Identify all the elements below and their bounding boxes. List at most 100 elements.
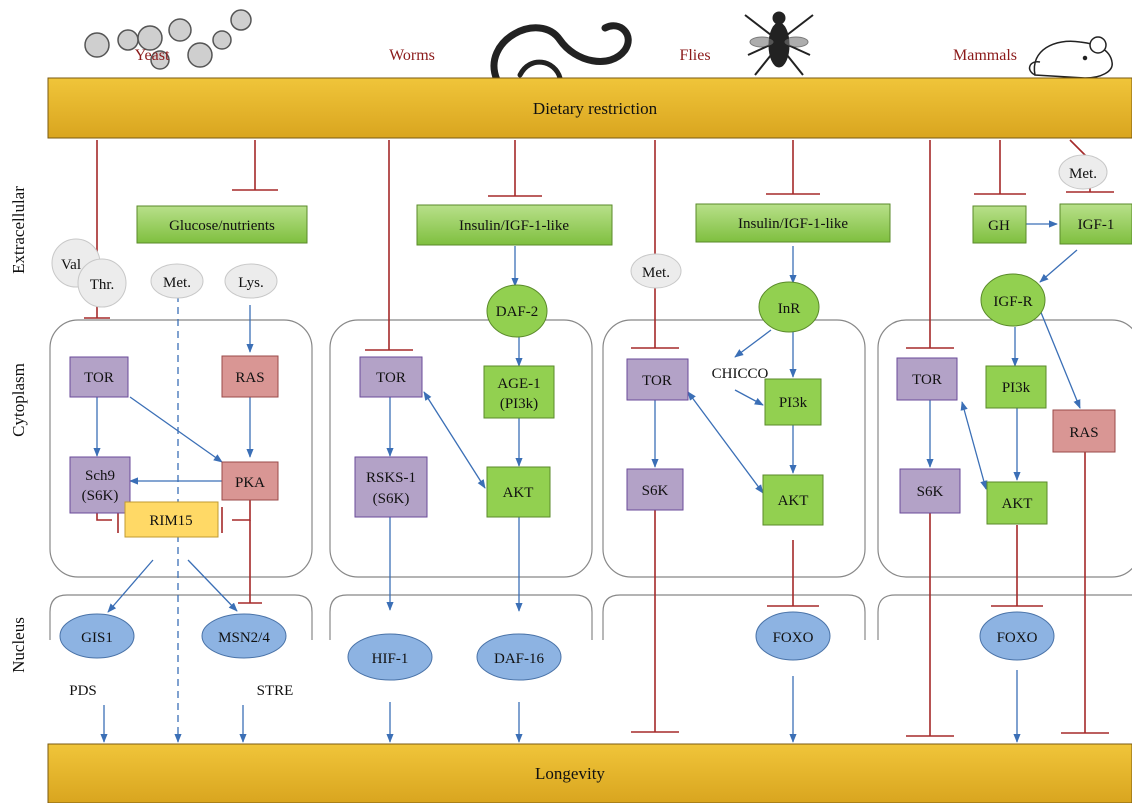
flies-cytoplasm [602, 319, 866, 578]
mammals-foxo-label: FOXO [997, 630, 1038, 646]
worms-daf16-node [476, 633, 562, 681]
tor-akt-feedback [423, 391, 988, 494]
worms-daf2-node [486, 284, 548, 338]
worms-rsks1-label: RSKS-1 [366, 470, 416, 486]
flies-chicco-label: CHICCO [712, 366, 769, 382]
activation-edges [93, 220, 1081, 743]
organism-flies: Flies [679, 47, 710, 64]
worms-akt-label: AKT [503, 485, 534, 501]
flies-akt-box [762, 474, 824, 526]
yeast-val-label: Val [61, 257, 81, 273]
mammals-met-circle [1058, 154, 1108, 190]
yeast-sch9-box [69, 456, 131, 514]
yeast-sch9-label: Sch9 [85, 468, 115, 484]
yeast-rim15-label: RIM15 [149, 513, 192, 529]
compartment-outlines [49, 319, 1132, 640]
mammals-igfr-node [980, 273, 1046, 327]
mammals-pi3k-label: PI3k [1002, 380, 1031, 396]
worms-rsks1-sub: (S6K) [373, 491, 410, 507]
mammals-ras-box [1052, 409, 1116, 453]
organism-mammals: Mammals [953, 47, 1017, 64]
yeast-thr-circle [77, 258, 127, 308]
yeast-gis1-node [59, 613, 135, 659]
worms-hif1-node [347, 633, 433, 681]
worms-cytoplasm [329, 319, 593, 578]
flies-s6k-label: S6K [642, 483, 669, 499]
worms-daf2-label: DAF-2 [496, 304, 539, 320]
flies-pi3k-label: PI3k [779, 395, 808, 411]
flies-s6k-box [626, 468, 684, 511]
mouse-illustration [1028, 36, 1113, 79]
yeast-glucose-box [136, 205, 308, 244]
flies-tor-box [626, 358, 689, 401]
flies-met-circle [630, 253, 682, 289]
yeast-ras-label: RAS [235, 370, 264, 386]
yeast-pds-label: PDS [69, 683, 97, 699]
compartment-cytoplasm: Cytoplasm [9, 363, 28, 437]
mammals-foxo-node [979, 611, 1055, 661]
dietary-restriction-bar [47, 77, 1132, 139]
worms-insulin-box [416, 204, 613, 246]
yeast-rim15-box [124, 501, 219, 538]
longevity-label: Longevity [535, 764, 605, 783]
flies-foxo-label: FOXO [773, 630, 814, 646]
worm-illustration [490, 22, 632, 84]
organism-yeast: Yeast [135, 47, 170, 64]
mammals-igf1-box [1059, 203, 1132, 245]
yeast-tor-box [69, 356, 129, 398]
yeast-msn-node [201, 613, 287, 659]
flies-pi3k-box [764, 378, 822, 426]
flies-akt-label: AKT [778, 493, 809, 509]
mammals-akt-label: AKT [1002, 496, 1033, 512]
yeast-tor-label: TOR [84, 370, 114, 386]
worms-tor-label: TOR [376, 370, 406, 386]
yeast-thr-label: Thr. [90, 277, 115, 293]
flies-inr-node [758, 281, 820, 333]
worms-rsks1-box [354, 456, 428, 518]
mammals-akt-box [986, 481, 1048, 525]
yeast-illustration [84, 9, 252, 70]
flies-tor-label: TOR [642, 373, 672, 389]
flies-inr-label: InR [778, 301, 801, 317]
yeast-pka-box [221, 461, 279, 501]
worms-age1-box [483, 365, 555, 419]
mammals-ras-label: RAS [1069, 425, 1098, 441]
organism-worms: Worms [389, 47, 435, 64]
compartment-nucleus: Nucleus [9, 617, 28, 673]
worms-daf16-label: DAF-16 [494, 651, 545, 667]
mammal-nodes: Met. GH IGF-1 IGF-R TOR PI3k RAS S6K AKT… [896, 154, 1132, 661]
yeast-nodes: Glucose/nutrients Val Thr. Met. Lys. TOR… [51, 205, 308, 699]
mammals-gh-label: GH [988, 218, 1010, 234]
flies-foxo-node [755, 611, 831, 661]
yeast-sch9-sub: (S6K) [82, 488, 119, 504]
fly-illustration [744, 11, 814, 76]
mammals-tor-label: TOR [912, 372, 942, 388]
compartment-extracellular: Extracellular [9, 186, 28, 274]
worms-hif1-label: HIF-1 [372, 651, 409, 667]
yeast-msn-label: MSN2/4 [218, 630, 270, 646]
flies-met-label: Met. [642, 265, 670, 281]
yeast-nucleus [49, 594, 313, 640]
mammals-igf1-label: IGF-1 [1078, 217, 1115, 233]
flies-insulin-label: Insulin/IGF-1-like [738, 216, 848, 232]
worms-akt-box [486, 466, 551, 518]
mammals-s6k-label: S6K [917, 484, 944, 500]
fly-nodes: Insulin/IGF-1-like Met. InR CHICCO TOR P… [626, 203, 891, 661]
worm-nodes: Insulin/IGF-1-like DAF-2 TOR AGE-1 (PI3k… [347, 204, 613, 681]
mammals-nucleus [877, 594, 1132, 640]
worms-insulin-label: Insulin/IGF-1-like [459, 218, 569, 234]
yeast-stre-label: STRE [257, 683, 294, 699]
worms-age1-label: AGE-1 [497, 376, 540, 392]
yeast-pka-label: PKA [235, 475, 265, 491]
mammals-gh-box [972, 205, 1027, 244]
worms-tor-box [359, 356, 423, 398]
dietary-restriction-label: Dietary restriction [533, 99, 658, 118]
worms-nucleus [329, 594, 593, 640]
yeast-lys-circle [224, 263, 278, 299]
yeast-cytoplasm [49, 319, 313, 578]
longevity-bar [47, 743, 1132, 803]
yeast-lys-label: Lys. [238, 275, 263, 291]
mammals-tor-box [896, 357, 958, 401]
worms-age1-sub: (PI3k) [500, 396, 538, 412]
